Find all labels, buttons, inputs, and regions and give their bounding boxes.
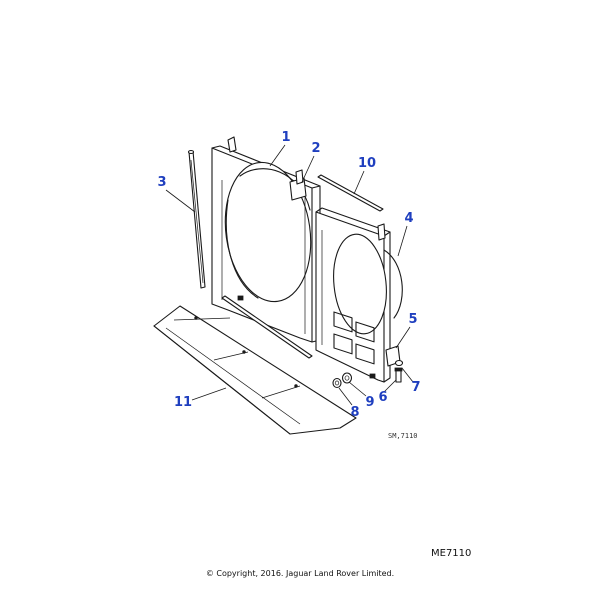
- callout-4: 4: [404, 211, 414, 226]
- part-7-washer: [394, 359, 404, 367]
- callout-3: 3: [157, 175, 167, 190]
- part-3-stay-rod: [187, 149, 206, 289]
- callout-11: 11: [173, 395, 193, 410]
- part-10-rod: [317, 174, 384, 212]
- callout-2: 2: [311, 141, 321, 156]
- part-11-shield-plate: [153, 305, 357, 435]
- callout-5: 5: [408, 312, 418, 327]
- part-8-nut: [332, 377, 342, 389]
- callout-10: 10: [357, 156, 377, 171]
- part-6-bolt: [394, 367, 403, 383]
- catalog-code: ME7110: [431, 548, 472, 559]
- callout-6: 6: [378, 390, 388, 405]
- callout-9: 9: [365, 395, 375, 410]
- callout-8: 8: [350, 405, 360, 420]
- callout-7: 7: [411, 380, 421, 395]
- part-4-fan-cowl: [315, 207, 403, 383]
- leader-lines: [165, 144, 414, 406]
- part-1-fan-cowl: [211, 136, 321, 343]
- callout-1: 1: [281, 130, 291, 145]
- lower-rod: [221, 295, 313, 359]
- copyright-notice: © Copyright, 2016. Jaguar Land Rover Lim…: [205, 569, 395, 578]
- part-9-washer: [341, 372, 353, 384]
- drawing-reference: SM,7110: [388, 432, 418, 440]
